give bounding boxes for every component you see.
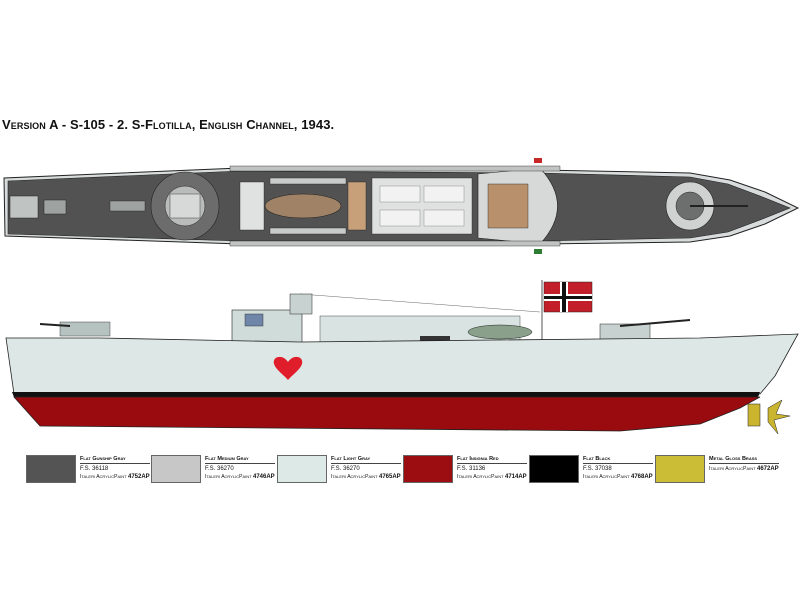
page-title: Version A - S-105 - 2. S-Flotilla, Engli… bbox=[2, 117, 335, 132]
naval-ensign-flag bbox=[543, 281, 593, 313]
paint-code-prefix: Italeri AcrylicPaint bbox=[331, 474, 378, 480]
stern-gun-mount bbox=[9, 195, 39, 219]
paint-code: 4746AP bbox=[252, 474, 275, 480]
paint-name: Flat Gunship Gray bbox=[80, 456, 150, 464]
paint-code: 4765AP bbox=[378, 474, 401, 480]
lifeboat-top bbox=[264, 193, 342, 219]
hull-upper bbox=[5, 333, 799, 395]
paint-name: Flat Black bbox=[583, 456, 653, 464]
paint-swatch bbox=[277, 455, 327, 483]
paint-code: 4768AP bbox=[630, 474, 653, 480]
side-view-drawing bbox=[5, 280, 799, 435]
paint-name: Flat Light Gray bbox=[331, 456, 401, 464]
paint-code: 4714AP bbox=[504, 474, 527, 480]
paint-code: 4672AP bbox=[756, 466, 779, 472]
paint-swatch bbox=[529, 455, 579, 483]
paint-fs: F.S. 36118 bbox=[80, 466, 109, 472]
paint-swatch bbox=[26, 455, 76, 483]
paint-fs: F.S. 37038 bbox=[583, 466, 612, 472]
paint-code-prefix: Italeri AcrylicPaint bbox=[709, 466, 756, 472]
paint-swatch bbox=[403, 455, 453, 483]
torpedo-tube-port bbox=[229, 165, 561, 172]
lifeboat-side bbox=[467, 324, 533, 340]
paint-code-prefix: Italeri AcrylicPaint bbox=[583, 474, 630, 480]
hull-boot-stripe bbox=[12, 392, 760, 397]
paint-code-prefix: Italeri AcrylicPaint bbox=[457, 474, 504, 480]
paint-code-prefix: Italeri AcrylicPaint bbox=[80, 474, 127, 480]
paint-swatch bbox=[151, 455, 201, 483]
paint-name: Flat Insignia Red bbox=[457, 456, 527, 464]
paint-fs: F.S. 36270 bbox=[331, 466, 360, 472]
top-view-drawing bbox=[3, 158, 800, 254]
hull-lower bbox=[13, 396, 761, 432]
paint-legend: Flat Gunship Gray F.S. 36118 Italeri Acr… bbox=[26, 455, 800, 495]
propeller bbox=[767, 399, 791, 435]
paint-swatch bbox=[655, 455, 705, 483]
heart-insignia bbox=[273, 356, 303, 380]
paint-fs: F.S. 36270 bbox=[205, 466, 234, 472]
paint-code: 4752AP bbox=[127, 474, 150, 480]
paint-fs: F.S. 31136 bbox=[457, 466, 486, 472]
paint-code-prefix: Italeri AcrylicPaint bbox=[205, 474, 252, 480]
bridge-window bbox=[244, 313, 264, 327]
paint-name: Metal Gloss Brass bbox=[709, 456, 779, 464]
paint-name: Flat Medium Gray bbox=[205, 456, 275, 464]
torpedo-tube-starboard bbox=[229, 240, 561, 247]
